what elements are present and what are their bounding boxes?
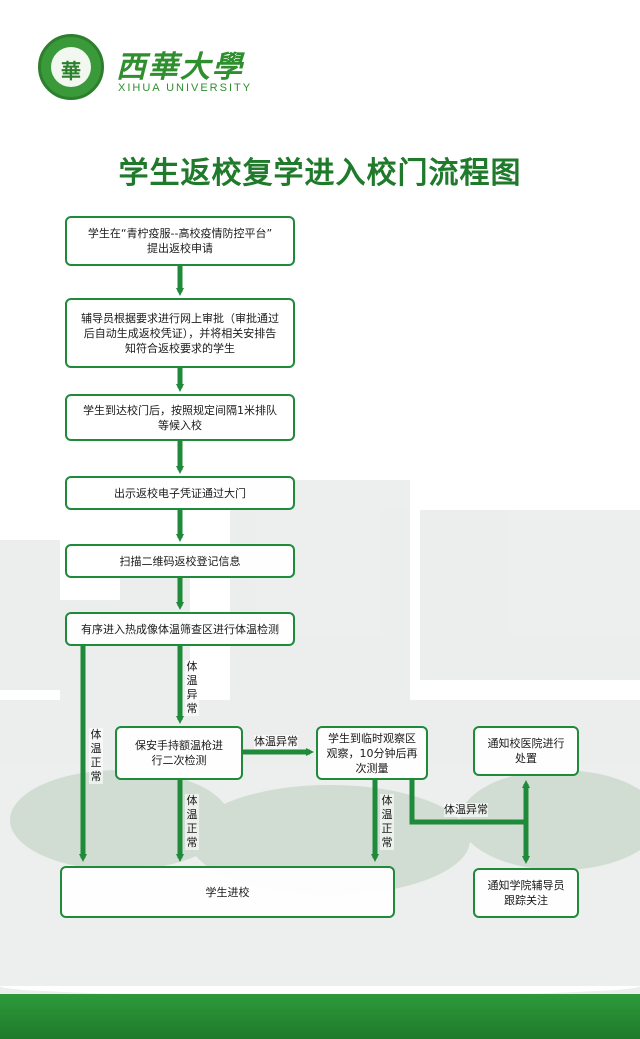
line-observe-branch [409,780,526,825]
step-scan-qr: 扫描二维码返校登记信息 [65,544,295,578]
label-temp-normal-right: 体温正常 [380,794,394,850]
footer-band [0,994,640,1039]
label-temp-abnormal-horizontal: 体温异常 [254,735,298,749]
university-seal-logo: 華 [38,34,104,100]
step-apply: 学生在“青柠疫服--高校疫情防控平台”提出返校申请 [65,216,295,266]
step-notify-hospital: 通知校医院进行处置 [473,726,579,776]
label-temp-abnormal-branch: 体温异常 [444,803,488,817]
seal-glyph: 華 [61,59,81,83]
footer-curve [0,986,640,996]
step-thermal-screening: 有序进入热成像体温筛查区进行体温检测 [65,612,295,646]
step-approve: 辅导员根据要求进行网上审批（审批通过后自动生成返校凭证），并将相关安排告知符合返… [65,298,295,368]
step-enter-campus: 学生进校 [60,866,395,918]
step-notify-counselor: 通知学院辅导员跟踪关注 [473,868,579,918]
step-show-pass: 出示返校电子凭证通过大门 [65,476,295,510]
brand-name-en: XIHUA UNIVERSITY [118,82,253,94]
page-title: 学生返校复学进入校门流程图 [118,156,522,191]
brand-name-cn: 西華大學 [116,50,244,85]
label-temp-normal-middle: 体温正常 [185,794,199,850]
step-observation: 学生到临时观察区观察，10分钟后再次测量 [316,726,428,780]
step-arrive: 学生到达校门后，按照规定间隔1米排队等候入校 [65,394,295,441]
step-second-check: 保安手持额温枪进行二次检测 [115,726,243,780]
label-temp-normal-left: 体温正常 [89,728,103,784]
header: 華 西華大學 XIHUA UNIVERSITY [0,0,640,110]
label-temp-abnormal-vertical: 体温异常 [185,660,199,716]
